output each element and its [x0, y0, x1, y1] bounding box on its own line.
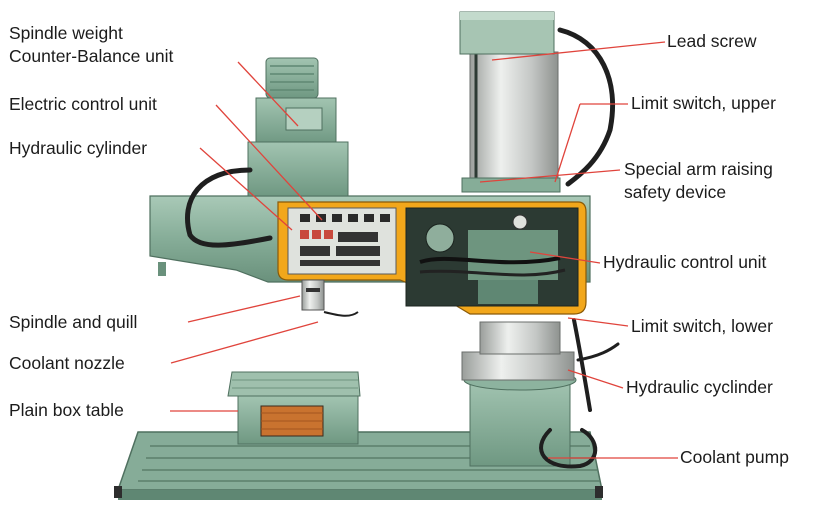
- control-housing: [277, 201, 587, 315]
- label-lead-screw: Lead screw: [667, 31, 757, 51]
- label-spindle-weight-line2: Counter-Balance unit: [9, 46, 174, 66]
- label-hydraulic-cylinder: Hydraulic cylinder: [9, 138, 148, 158]
- label-limit-switch-lower: Limit switch, lower: [631, 316, 773, 336]
- label-arm-safety-line2: safety device: [624, 182, 727, 202]
- spindle-quill: [301, 279, 359, 317]
- label-arm-safety-line1: Special arm raising: [624, 159, 773, 179]
- box-table: [227, 371, 361, 445]
- label-plain-box-table: Plain box table: [9, 400, 124, 420]
- label-spindle-weight-line1: Spindle weight: [9, 23, 123, 43]
- column-pedestal: [461, 321, 577, 467]
- label-limit-switch-upper: Limit switch, upper: [631, 93, 776, 113]
- leader-lines: [170, 41, 678, 459]
- hoses: [185, 27, 620, 469]
- label-coolant-nozzle: Coolant nozzle: [9, 353, 125, 373]
- counter-balance-motor: [247, 57, 349, 197]
- label-spindle-and-quill: Spindle and quill: [9, 312, 138, 332]
- label-hydraulic-cyclinder: Hydraulic cyclinder: [626, 377, 773, 397]
- label-hydraulic-control-unit: Hydraulic control unit: [603, 252, 767, 272]
- column: [459, 11, 561, 193]
- label-coolant-pump: Coolant pump: [680, 447, 789, 467]
- label-electric-control-unit: Electric control unit: [9, 94, 157, 114]
